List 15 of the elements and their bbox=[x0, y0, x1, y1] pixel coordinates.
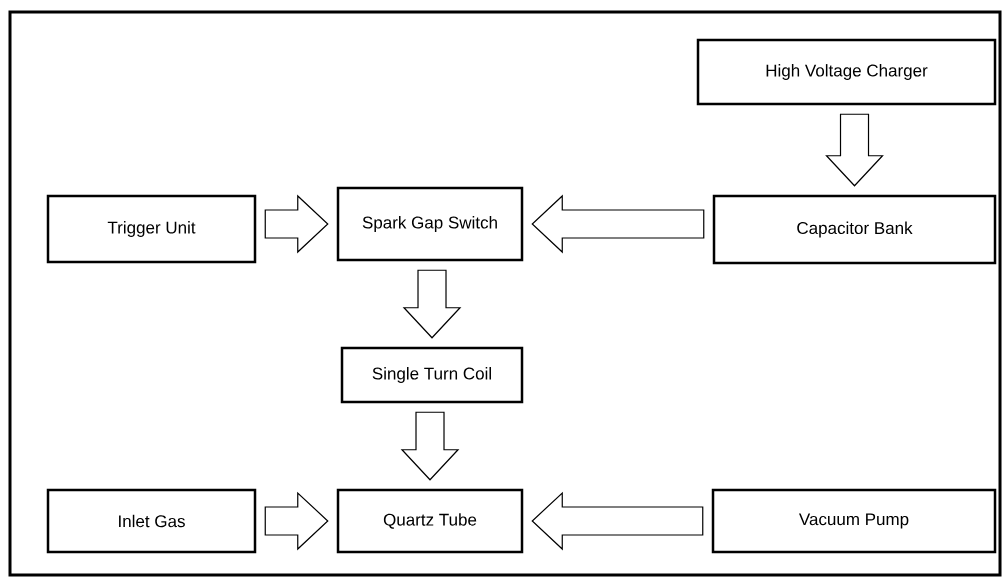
process-box: Single Turn Coil bbox=[340, 346, 524, 404]
process-box: Trigger Unit bbox=[46, 194, 257, 264]
block-arrow bbox=[531, 491, 704, 551]
process-box: Vacuum Pump bbox=[711, 488, 997, 554]
block-arrow bbox=[400, 411, 460, 481]
process-box: Capacitor Bank bbox=[712, 194, 997, 265]
block-arrow bbox=[264, 194, 329, 254]
process-box: Quartz Tube bbox=[336, 488, 524, 554]
process-box: High Voltage Charger bbox=[696, 38, 997, 106]
block-arrow bbox=[825, 113, 884, 187]
process-box: Spark Gap Switch bbox=[336, 186, 524, 262]
process-box: Inlet Gas bbox=[46, 488, 257, 554]
block-arrow bbox=[531, 194, 705, 254]
block-arrow bbox=[264, 491, 329, 551]
block-arrow bbox=[402, 269, 462, 339]
